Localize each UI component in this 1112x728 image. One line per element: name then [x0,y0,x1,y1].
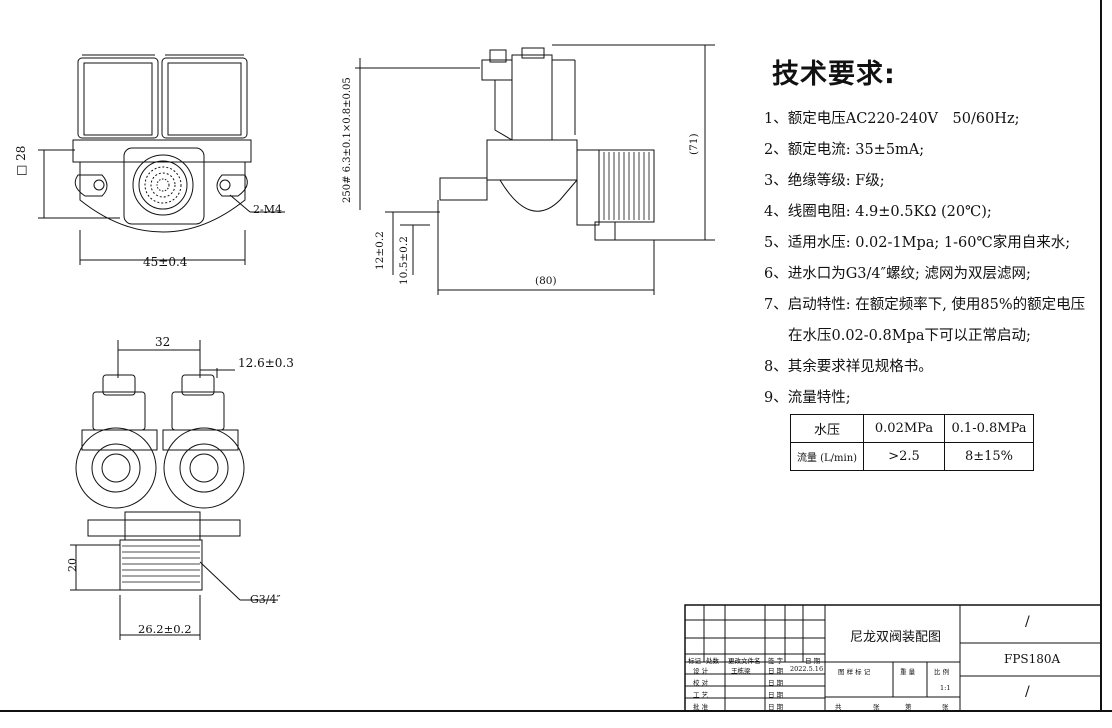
requirement-item-continued: 在水压0.02-0.8Mpa下可以正常启动; [788,328,1031,344]
date-label: 日 期 [768,703,784,711]
design-date: 2022.5.16 [790,665,824,673]
hdr-file: 更改文件名 [728,657,761,665]
date-label: 日 期 [768,691,784,699]
flow-value-low: >2.5 [863,442,945,471]
check-label: 校 对 [693,679,709,687]
requirement-item: 2、额定电流: 35±5mA; [764,142,925,158]
dim-vertical-1: 250# 6.3±0.1×0.8±0.05 [342,77,353,203]
requirements-list: 1、额定电压AC220-240V 50/60Hz; 2、额定电流: 35±5mA… [764,104,1104,414]
page-sheet-label: 张 [942,703,949,711]
dim-top-width: 45±0.4 [143,255,188,269]
stage-label: 图 样 标 记 [838,668,871,676]
requirement-item: 6、进水口为G3/4″螺纹; 滤网为双层滤网; [764,266,1031,282]
drawing-name: 尼龙双阀装配图 [850,630,942,645]
page-label: 第 [905,703,912,711]
requirement-item: 5、适用水压: 0.02-1Mpa; 1-60℃家用自来水; [764,235,1071,251]
flow-header-pressure: 水压 [790,414,864,443]
hdr-date: 日 期 [805,657,821,665]
scale-value: 1:1 [940,684,951,692]
date-label: 日 期 [768,667,784,675]
dim-thread: G3/4″ [250,593,281,606]
process-label: 工 艺 [693,691,709,699]
requirement-item: 4、线圈电阻: 4.9±0.5KΩ (20℃); [764,204,992,220]
dim-terminal: 12.6±0.3 [238,356,294,370]
date-label: 日 期 [768,679,784,687]
bottom-view [70,340,278,640]
hdr-sign: 签 字 [768,657,784,665]
requirement-item: 9、流量特性; [764,390,851,406]
dim-left-square: □ 28 [14,145,28,176]
hdr-count: 处数 [706,657,719,665]
flow-value-high: 8±15% [944,442,1034,471]
hdr-mark: 标记 [688,657,701,665]
flow-header-low: 0.02MPa [863,414,945,443]
approve-label: 批 准 [693,703,709,711]
title-slash-bottom: / [1025,684,1030,700]
drawing-code: FPS180A [1004,652,1061,666]
designer-label: 设 计 [693,667,709,675]
designer-name: 王栋梁 [731,667,751,675]
dim-side-height: (71) [688,133,700,155]
dim-vertical-2: 12±0.2 [374,231,386,270]
front-view [38,54,285,265]
dim-vertical-3: 10.5±0.2 [398,236,410,285]
dim-screw: 2-M4 [253,203,282,216]
sheet-label: 张 [873,703,880,711]
dim-height-20: 20 [66,558,79,572]
total-label: 共 [835,703,842,711]
requirement-item: 3、绝缘等级: F级; [764,173,885,189]
flow-header-high: 0.1-0.8MPa [944,414,1034,443]
side-view [355,44,715,295]
requirements-title: 技术要求: [772,59,896,90]
requirement-item: 8、其余要求祥见规格书。 [764,359,933,375]
weight-label: 重 量 [900,668,916,676]
title-block-lines [684,604,1102,712]
flow-row-label: 流量 (L/min) [790,442,864,471]
dim-side-width: (80) [535,275,557,287]
title-slash-top: / [1025,614,1030,630]
scale-label: 比 例 [934,668,950,676]
requirement-item: 1、额定电压AC220-240V 50/60Hz; [764,111,1020,127]
dim-pitch: 32 [155,335,171,349]
flow-table: 水压 0.02MPa 0.1-0.8MPa 流量 (L/min) >2.5 8±… [790,414,1034,471]
requirement-item: 7、启动特性: 在额定频率下, 使用85%的额定电压 [764,297,1086,313]
dim-thread-width: 26.2±0.2 [138,622,192,636]
